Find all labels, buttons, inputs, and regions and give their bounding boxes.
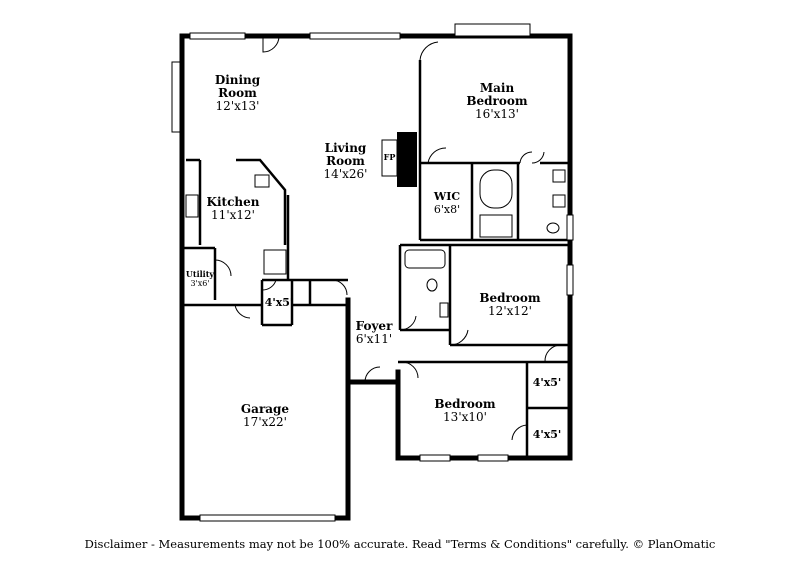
- garage-name: Garage: [240, 402, 290, 416]
- interior-walls: [182, 60, 570, 458]
- room-label-bedroom2: Bedroom 12'x12': [470, 292, 550, 318]
- room-label-garage: Garage 17'x22': [225, 403, 305, 429]
- fireplace: [381, 132, 417, 187]
- main-bedroom-name-line2: Bedroom: [466, 94, 528, 108]
- room-label-closet-hall: 4'x5': [260, 296, 298, 309]
- room-label-utility: Utility 3'x6': [184, 269, 216, 289]
- bedroom3-name: Bedroom: [434, 397, 496, 411]
- foyer-size: 6'x11': [355, 332, 393, 346]
- closet-right1-size: 4'x5': [532, 376, 562, 389]
- main-bedroom-name-line1: Main: [479, 81, 515, 95]
- kitchen-name: Kitchen: [206, 195, 260, 209]
- disclaimer-text: Disclaimer - Measurements may not be 100…: [84, 537, 716, 551]
- room-label-main-bedroom: Main Bedroom 16'x13': [458, 82, 536, 121]
- main-bedroom-size: 16'x13': [475, 107, 519, 121]
- living-size: 14'x26': [323, 167, 368, 181]
- bedroom2-size: 12'x12': [488, 304, 532, 318]
- closet-hall-size: 4'x5': [264, 296, 294, 309]
- room-label-dining: Dining Room 12'x13': [200, 74, 275, 113]
- room-label-wic: WIC 6'x8': [424, 190, 470, 216]
- windows: [171, 23, 574, 522]
- bedroom2-name: Bedroom: [479, 291, 541, 305]
- room-label-closet-right1: 4'x5': [528, 376, 566, 389]
- room-label-living: Living Room 14'x26': [308, 142, 383, 181]
- fireplace-text: FP: [383, 152, 396, 162]
- room-label-closet-right2: 4'x5': [528, 428, 566, 441]
- fixtures: [185, 169, 566, 318]
- utility-size: 3'x6': [190, 279, 210, 288]
- living-name-line1: Living: [324, 141, 367, 155]
- fireplace-label: FP: [382, 153, 397, 162]
- dining-name-line2: Room: [218, 86, 257, 100]
- utility-name: Utility: [185, 269, 215, 279]
- bedroom3-size: 13'x10': [443, 410, 487, 424]
- wic-name: WIC: [433, 190, 461, 203]
- closet-right2-size: 4'x5': [532, 428, 562, 441]
- room-label-bedroom3: Bedroom 13'x10': [420, 398, 510, 424]
- room-label-kitchen: Kitchen 11'x12': [198, 196, 268, 222]
- kitchen-size: 11'x12': [211, 208, 255, 222]
- dining-size: 12'x13': [215, 99, 260, 113]
- doors: [214, 35, 562, 441]
- foyer-name: Foyer: [355, 319, 393, 333]
- garage-size: 17'x22': [243, 415, 287, 429]
- room-label-foyer: Foyer 6'x11': [350, 320, 398, 346]
- wic-size: 6'x8': [433, 203, 461, 216]
- living-name-line2: Room: [326, 154, 365, 168]
- dining-name-line1: Dining: [214, 73, 261, 87]
